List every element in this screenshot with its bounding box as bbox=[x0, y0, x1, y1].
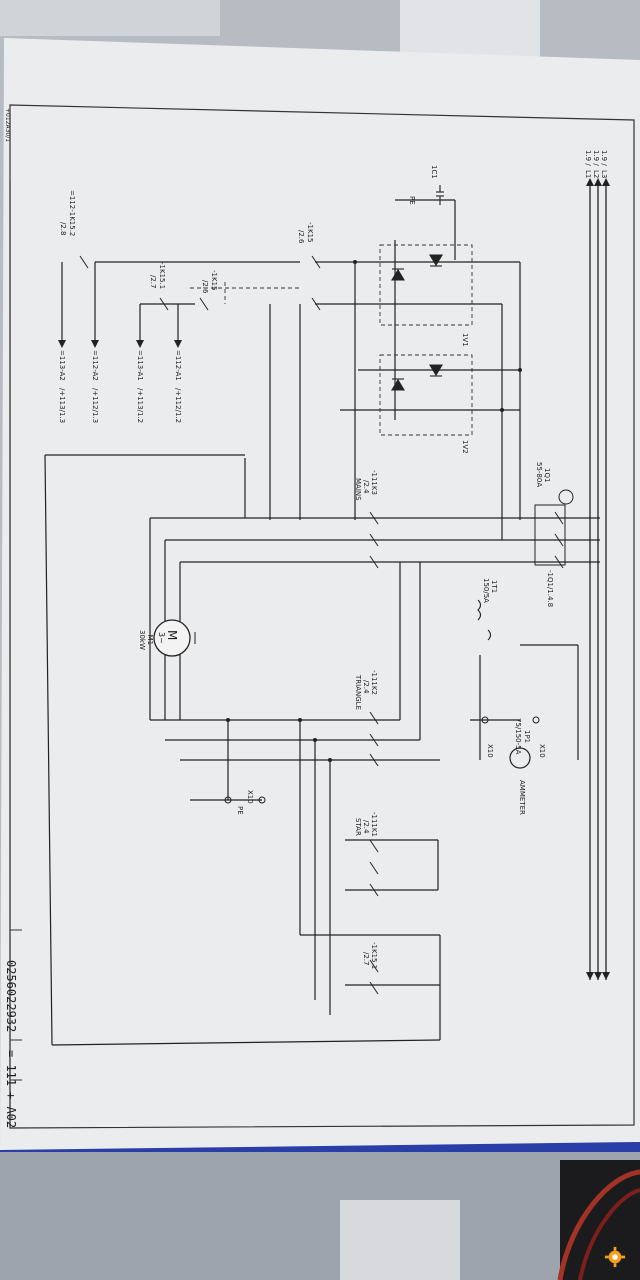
pe-label-2: PE bbox=[236, 806, 244, 815]
motor-m: M bbox=[165, 630, 179, 640]
ammeter-label: AMMETER bbox=[518, 780, 526, 815]
x10-17-label: X10 bbox=[486, 744, 494, 758]
gear-icon bbox=[604, 1246, 626, 1268]
sheet-number: = 111 bbox=[4, 1050, 18, 1086]
junctions bbox=[226, 260, 522, 762]
out1-label: =112-A1 bbox=[174, 350, 182, 381]
q1-rating: 55-80A bbox=[535, 462, 543, 487]
contacts bbox=[79, 255, 564, 995]
k15a-ref: /2.6 bbox=[297, 230, 305, 244]
current-transformer bbox=[477, 599, 492, 641]
supply-arrows bbox=[586, 178, 610, 980]
out3-label: =112-A2 bbox=[91, 350, 99, 381]
motor-power: 30kW bbox=[138, 630, 146, 650]
k15b-ref: /2.6 bbox=[201, 280, 209, 294]
thyristor-boxes bbox=[190, 244, 473, 436]
q1-ref: -1Q1/1.4.8 bbox=[546, 570, 554, 607]
out1-ref: /+112/1.2 bbox=[174, 388, 182, 423]
capacitor bbox=[436, 185, 444, 205]
t1-rating: 150/5A bbox=[482, 578, 490, 603]
paper-sheet bbox=[0, 38, 640, 1150]
frame-block-bottom bbox=[340, 1200, 460, 1280]
k15a-label: -1K15 bbox=[306, 222, 314, 242]
supply-label-3: L3 bbox=[600, 170, 608, 178]
red-cable bbox=[557, 1169, 640, 1280]
out2-ref: /+113/1.2 bbox=[136, 388, 144, 423]
t1-label: 1T1 bbox=[490, 580, 498, 593]
drawing-number: 0256022932 bbox=[4, 960, 18, 1032]
motor-phase: 3~ bbox=[157, 632, 166, 644]
supply-ref-3: 1.9 / bbox=[600, 150, 608, 166]
k1-ref: /2.4 bbox=[362, 820, 370, 834]
pe-terminal-2 bbox=[224, 796, 232, 804]
k2-ref: /2.4 bbox=[362, 680, 370, 694]
p1-rating: 75/150-5A bbox=[514, 718, 522, 755]
ammeter-symbol bbox=[509, 747, 531, 769]
motor-symbol bbox=[153, 619, 191, 657]
red-cable-2 bbox=[578, 1188, 640, 1280]
x10-16-label: X10 bbox=[538, 744, 546, 758]
k2-name: TRIANGLE bbox=[354, 674, 362, 710]
k151-ref: /2.7 bbox=[149, 275, 157, 289]
terminal-16 bbox=[532, 716, 540, 724]
title-block bbox=[10, 929, 22, 1081]
out4-ref: /+113/1.3 bbox=[58, 388, 66, 423]
out2-label: =113-A1 bbox=[136, 350, 144, 381]
k152-label: =112-1K15.2 bbox=[68, 190, 76, 236]
out4-label: =113-A2 bbox=[58, 350, 66, 381]
main-wiring bbox=[44, 199, 600, 1046]
supply-bus bbox=[589, 180, 607, 980]
k152-ref: /2.8 bbox=[59, 222, 67, 236]
k3-name: MAINS bbox=[354, 478, 362, 501]
k1-label: -111K1 bbox=[370, 812, 378, 837]
breaker-body bbox=[534, 504, 566, 566]
location-code: + A02 bbox=[4, 1092, 18, 1128]
terminal-17 bbox=[481, 716, 489, 724]
frame-bottom bbox=[0, 1150, 640, 1280]
thyristors bbox=[391, 254, 443, 391]
motor-name: -M1 bbox=[146, 632, 154, 645]
k1-name: STAR bbox=[354, 818, 362, 836]
p1-label: 1P1 bbox=[523, 730, 531, 743]
v1-label: 1V1 bbox=[461, 333, 469, 347]
side-ref: +012A30/1 bbox=[4, 108, 11, 142]
k15b-label: -1K15 bbox=[210, 270, 218, 290]
v2-label: 1V2 bbox=[461, 440, 469, 454]
cap-label: 1C1 bbox=[430, 165, 438, 179]
supply-label-1: L1 bbox=[584, 170, 592, 178]
q1-label: 1Q1 bbox=[543, 468, 551, 482]
k2-label: -111K2 bbox=[370, 670, 378, 695]
k151b-ref: /2.7 bbox=[362, 952, 370, 966]
x10-pe-label: X10 bbox=[246, 790, 254, 804]
supply-ref-1: 1.9 / bbox=[584, 150, 592, 166]
breaker-handle bbox=[558, 489, 574, 505]
frame-top-right bbox=[400, 0, 540, 60]
output-arrows bbox=[58, 340, 182, 348]
k3-label: -111K3 bbox=[370, 470, 378, 495]
k3-ref: /2.4 bbox=[362, 480, 370, 494]
supply-label-2: L2 bbox=[592, 170, 600, 178]
cable-shadow bbox=[560, 1160, 640, 1280]
k151-label: -1K15.1 bbox=[158, 262, 166, 289]
supply-ref-2: 1.9 / bbox=[592, 150, 600, 166]
pe-label-1: PE bbox=[408, 196, 416, 205]
frame-top-left bbox=[0, 0, 220, 36]
watermark bbox=[604, 1246, 626, 1268]
out3-ref: /+112/1.3 bbox=[91, 388, 99, 423]
pe-terminal bbox=[258, 796, 266, 804]
k151b-label: -1K15.1 bbox=[370, 942, 378, 969]
